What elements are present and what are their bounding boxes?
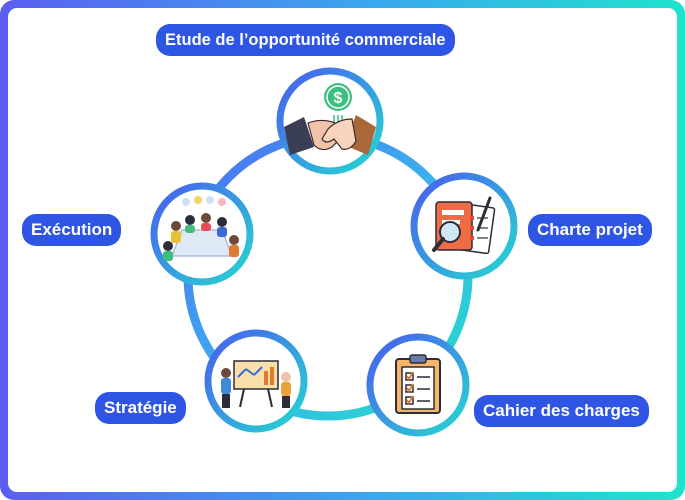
label-specifications: Cahier des charges [474,395,649,427]
document-checklist-icon [432,196,496,255]
handshake-node: $ [276,67,384,175]
label-strategy: Stratégie [95,392,186,424]
requirements-node [366,333,470,437]
diagram-canvas: $ [8,8,677,492]
label-project-charter: Charte projet [528,214,652,246]
handshake-icon: $ [284,83,376,155]
charter-node [410,172,518,280]
cycle-diagram: $ [150,67,518,437]
presentation-board-icon [221,360,291,408]
strategy-node [204,329,308,433]
team-meeting-icon [163,196,239,261]
label-execution: Exécution [22,214,122,246]
dollar-symbol: $ [334,90,343,107]
execution-node [150,182,254,286]
label-business-opportunity: Etude de l’opportunité commerciale [156,24,455,56]
clipboard-icon [395,354,441,414]
